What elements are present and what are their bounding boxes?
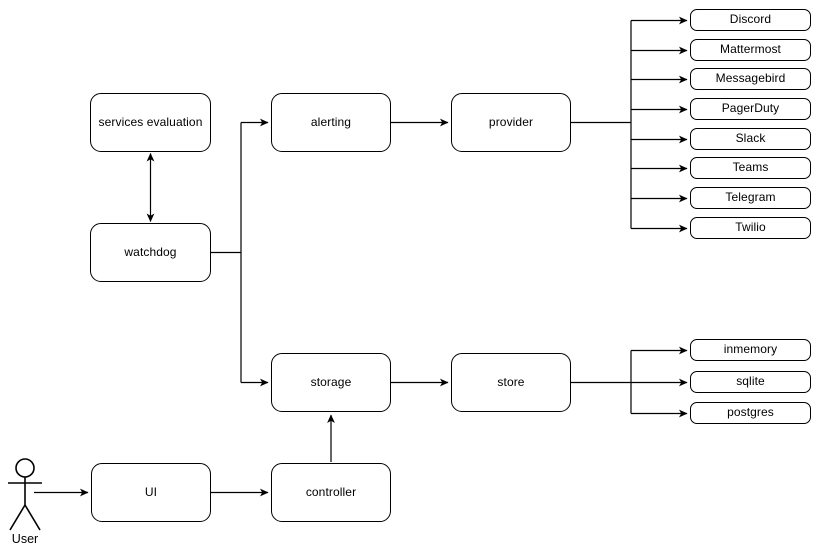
node-provider-telegram[interactable]: Telegram xyxy=(690,187,811,209)
node-storage[interactable]: storage xyxy=(271,353,391,412)
node-provider-teams[interactable]: Teams xyxy=(690,157,811,179)
node-services-evaluation[interactable]: services evaluation xyxy=(90,93,211,152)
node-provider-discord[interactable]: Discord xyxy=(690,9,811,31)
node-provider-slack[interactable]: Slack xyxy=(690,128,811,150)
node-store-postgres[interactable]: postgres xyxy=(690,402,811,424)
node-provider-pagerduty[interactable]: PagerDuty xyxy=(690,98,811,120)
stick-figure-actor-icon xyxy=(8,458,42,531)
actor-label-user: User xyxy=(11,532,39,546)
node-provider[interactable]: provider xyxy=(451,93,571,152)
node-alerting[interactable]: alerting xyxy=(271,93,391,152)
node-store[interactable]: store xyxy=(451,353,571,412)
node-provider-messagebird[interactable]: Messagebird xyxy=(690,68,811,90)
node-ui[interactable]: UI xyxy=(91,463,211,522)
node-watchdog[interactable]: watchdog xyxy=(90,223,211,282)
node-store-inmemory[interactable]: inmemory xyxy=(690,339,811,361)
node-provider-mattermost[interactable]: Mattermost xyxy=(690,39,811,61)
node-provider-twilio[interactable]: Twilio xyxy=(690,217,811,239)
node-store-sqlite[interactable]: sqlite xyxy=(690,371,811,393)
node-controller[interactable]: controller xyxy=(271,463,391,522)
